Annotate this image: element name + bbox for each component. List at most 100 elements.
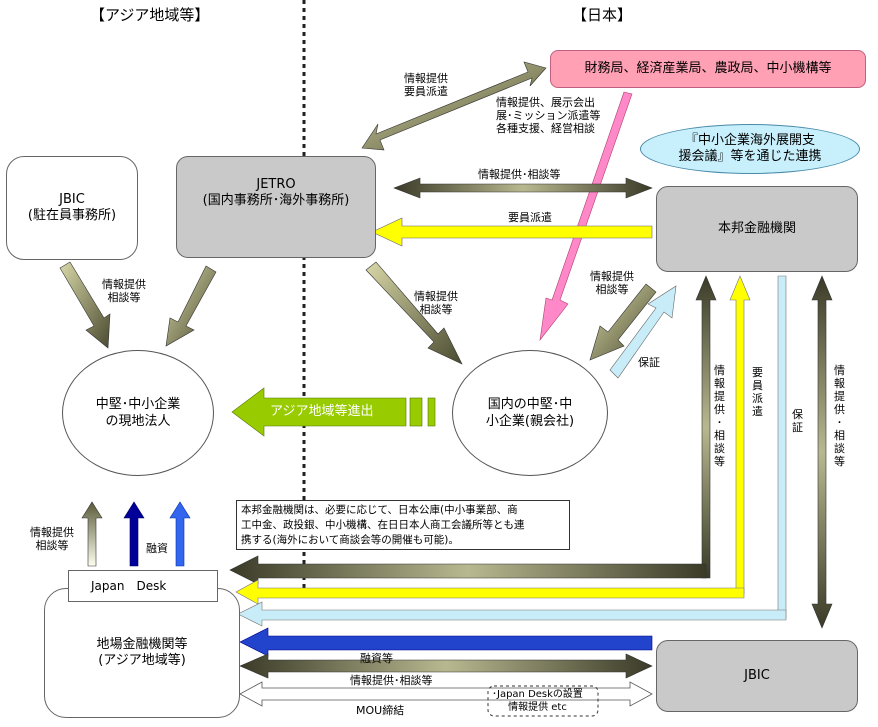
char: 談 [834,442,845,455]
label-ministry-support-line-3: 各種支援、経営相談 [496,122,595,135]
char: 提 [834,390,845,403]
char: 保 [792,408,803,421]
advance-label: アジア地域等進出 [270,404,374,419]
char: 相 [834,429,845,442]
label-jbic-info-line-1: 情報提供 [102,278,146,291]
char: 報 [834,377,845,390]
council-line-2: 援会議』等を通じた連携 [678,149,822,164]
jbic-asia-box: JBIC (駐在員事務所) [6,156,138,260]
arrow-h-staff-desk [235,579,745,605]
arrow-h-mou [239,681,653,707]
char: 談 [714,442,725,455]
arrow-jetro-ministries [361,61,547,151]
char: 等 [834,455,845,468]
label-ministry-support-line-1: 情報提供、展示会出 [496,96,595,109]
note-box: 本邦金融機関は、必要に応じて、日本公庫(中小事業部、商 工中金、政投銀、中小機構… [236,500,570,550]
label-loan-short: 融資 [146,542,168,555]
arrow-up-info [81,501,103,567]
local-subsidiary-line-1: 中堅･中小企業 [95,397,181,412]
label-v-info-consult-2: 情 報 提 供 ･ 相 談 等 [834,364,845,468]
char: ･ [716,416,723,429]
label-up-info-line-2: 相談等 [35,539,69,552]
arrow-v-info [695,275,717,579]
char: 証 [792,421,803,434]
char: 供 [714,403,725,416]
domestic-bank-box: 本邦金融機関 [656,186,858,272]
label-bank-info-line-1: 情報提供 [590,270,634,283]
japan-desk-box: Japan Desk [68,570,218,602]
label-up-info: 情報提供 相談等 [30,526,74,552]
local-bank-box: 地場金融機関等 (アジア地域等) [44,588,240,718]
header-japan: 【日本】 [572,6,633,24]
char: 派 [752,392,763,405]
char: 情 [834,364,845,377]
arrow-h-info-desk [229,555,707,585]
council-line-1: 『中小企業海外展開支 [684,133,815,148]
label-desk-setup: ･Japan Deskの設置 情報提供 etc [492,688,583,714]
arrow-h-guarantee [237,601,787,627]
label-jetro-info-line-2: 相談等 [419,303,453,316]
local-bank-name: 地場金融機関等 [96,637,188,652]
local-bank-sub: (アジア地域等) [98,653,186,668]
char: 員 [752,379,763,392]
label-ministry-support: 情報提供、展示会出 展･ミッション派遣等 各種支援、経営相談 [496,96,601,135]
label-v-guarantee: 保 証 [792,408,803,434]
label-info-dispatch-line-2: 要員派遣 [404,85,448,98]
arrow-ministries-parent [539,91,633,342]
char: ･ [836,416,843,429]
arrow-advance [231,387,407,437]
jbic-japan-box: JBIC [656,640,858,712]
arrow-guarantee [609,285,677,379]
label-v-info-consult: 情 報 提 供 ･ 相 談 等 [714,364,725,468]
label-bottom-info: 情報提供･相談等 [350,674,433,687]
label-guarantee: 保証 [638,356,660,369]
label-desk-setup-line-2: 情報提供 etc [508,702,567,713]
char: 提 [714,390,725,403]
label-v-staff-dispatch: 要 員 派 遣 [752,366,763,418]
arrow-v-staff [729,275,751,595]
jetro-sub: (国内事務所･海外事務所) [202,193,350,208]
label-jbic-info-line-2: 相談等 [107,291,141,304]
note-line-2: 工中金、政投銀、中小機構、在日日本人商工会議所等とも連 [241,519,525,531]
label-bank-info-line-2: 相談等 [595,283,629,296]
label-info-dispatch-line-1: 情報提供 [404,72,448,85]
label-loan: 融資等 [360,652,393,665]
advance-stripe-1 [409,397,423,427]
jbic-asia-name: JBIC [59,192,85,207]
label-jetro-info: 情報提供 相談等 [414,290,458,316]
local-subsidiary-line-2: の現地法人 [105,414,171,429]
label-ministry-support-line-2: 展･ミッション派遣等 [496,109,601,122]
label-bank-info: 情報提供 相談等 [590,270,634,296]
parent-company-oval: 国内の中堅･中 小企業(親会社) [452,350,608,476]
jetro-name: JETRO [256,177,296,192]
char: 報 [714,377,725,390]
arrow-staff-dispatch [371,217,653,247]
ministries-box: 財務局、経済産業局、農政局、中小機構等 [550,50,866,88]
local-subsidiary-oval: 中堅･中小企業 の現地法人 [62,350,214,476]
parent-company-line-2: 小企業(親会社) [485,414,575,429]
label-up-info-line-1: 情報提供 [30,526,74,539]
council-oval: 『中小企業海外展開支 援会議』等を通じた連携 [640,124,860,174]
arrow-v-bank-jbic [811,275,833,629]
char: 情 [714,364,725,377]
header-asia: 【アジア地域等】 [90,6,210,24]
label-desk-setup-line-1: ･Japan Deskの設置 [492,689,583,700]
arrow-jetro-parent [365,261,463,365]
desk-setup-frame [487,685,599,717]
arrow-up-loan-1 [123,501,145,567]
char: 遣 [752,405,763,418]
arrow-jetro-bank [393,177,653,199]
arrow-h-loan [239,627,653,657]
label-mou: MOU締結 [356,704,405,717]
label-jetro-info-line-1: 情報提供 [414,290,458,303]
arrow-v-guarantee [777,275,787,619]
note-line-1: 本邦金融機関は、必要に応じて、日本公庫(中小事業部、商 [241,504,518,516]
parent-company-line-1: 国内の中堅･中 [487,397,573,412]
label-info-consult: 情報提供･相談等 [478,168,561,181]
label-jbic-info: 情報提供 相談等 [102,278,146,304]
label-info-dispatch: 情報提供 要員派遣 [404,72,448,98]
jbic-asia-sub: (駐在員事務所) [27,208,117,223]
char: 相 [714,429,725,442]
